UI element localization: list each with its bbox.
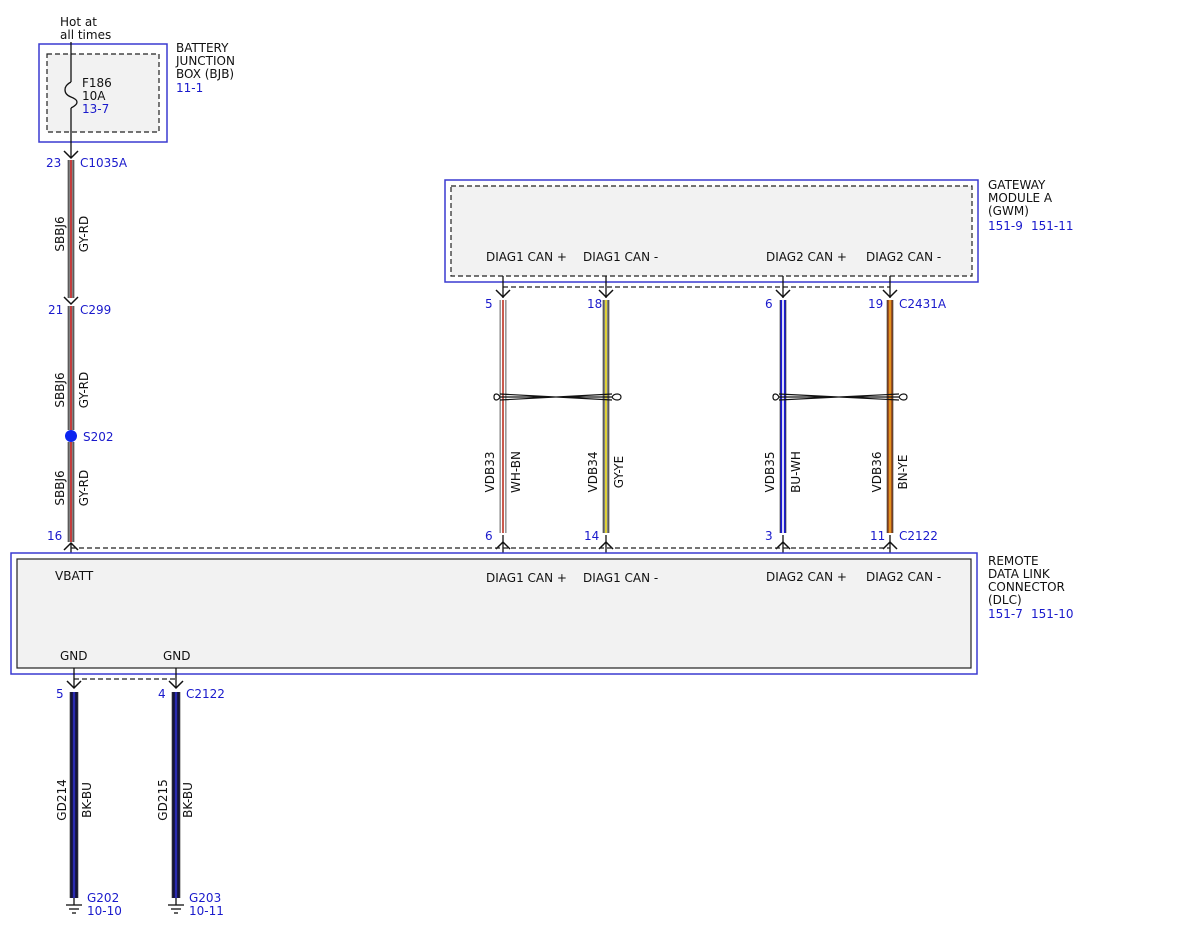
c2431a-pin-4: 19 xyxy=(868,297,883,311)
c2122-top-pin-3: 3 xyxy=(765,529,773,543)
wire-vdb36-color: BN-YE xyxy=(896,454,910,489)
twisted-pair-diag2 xyxy=(772,393,908,401)
wire-sbbj6-2-color: GY-RD xyxy=(77,372,91,409)
dlc-pin-gnd-1: GND xyxy=(60,649,88,663)
c2122-top-pin-2: 14 xyxy=(584,529,599,543)
dlc-inner-box xyxy=(16,558,972,669)
c2122-gnd-pin-1: 5 xyxy=(56,687,64,701)
dlc-pin-diag1-can-plus: DIAG1 CAN + xyxy=(486,571,567,585)
dlc-pin-diag2-can-minus: DIAG2 CAN - xyxy=(866,570,941,584)
wire-gd215[interactable] xyxy=(171,692,181,898)
c2122-top-pin-1: 6 xyxy=(485,529,493,543)
wire-vdb36[interactable] xyxy=(882,276,898,560)
wire-gd215-circuit: GD215 xyxy=(156,779,170,820)
wire-vdb36-circuit: VDB36 xyxy=(870,452,884,493)
wire-sbbj6-3[interactable] xyxy=(67,442,75,542)
c2122-gnd-pin-2: 4 xyxy=(158,687,166,701)
ground-g202-ref[interactable]: 10-10 xyxy=(87,904,122,918)
wire-vdb35[interactable] xyxy=(775,276,791,560)
wire-gd214-color: BK-BU xyxy=(80,782,94,818)
fuse-name: F186 xyxy=(82,76,112,90)
wire-gd214[interactable] xyxy=(69,692,79,898)
twisted-pair-diag1 xyxy=(493,393,622,401)
gnd-arrow-2 xyxy=(168,680,184,690)
wire-vdb35-circuit: VDB35 xyxy=(763,452,777,493)
c2431a-pin-1: 5 xyxy=(485,297,493,311)
wire-vdb34-color: GY-YE xyxy=(612,456,626,488)
c299-name[interactable]: C299 xyxy=(80,303,111,317)
ground-g203-ref[interactable]: 10-11 xyxy=(189,904,224,918)
can-wires: VDB33 WH-BN VDB34 GY-YE VDB35 BU-WH VDB36 BN-YE xyxy=(483,276,910,560)
c2122-top-name[interactable]: C2122 xyxy=(899,529,938,543)
wire-sbbj6-2-circuit: SBBJ6 xyxy=(53,372,67,407)
splice-s202-name[interactable]: S202 xyxy=(83,430,114,444)
fuse-icon xyxy=(64,81,78,109)
wire-vdb34-circuit: VDB34 xyxy=(586,452,600,493)
c2122-top-pin-4: 11 xyxy=(870,529,885,543)
bjb-ref[interactable]: 11-1 xyxy=(176,81,203,95)
battery-junction-box[interactable] xyxy=(38,43,168,143)
ground-icon xyxy=(168,898,184,914)
gnd-arrow-1 xyxy=(66,680,82,690)
gwm-pin-diag1-can-minus: DIAG1 CAN - xyxy=(583,250,658,264)
gwm-ref1[interactable]: 151-9 xyxy=(988,219,1023,233)
wire-gd214-circuit: GD214 xyxy=(55,779,69,820)
wire-sbbj6-1[interactable] xyxy=(67,160,75,298)
gwm-pin-diag2-can-plus: DIAG2 CAN + xyxy=(766,250,847,264)
splice-s202-dot xyxy=(65,430,77,442)
c1035a-pin: 23 xyxy=(46,156,61,170)
wire-gd215-color: BK-BU xyxy=(181,782,195,818)
wire-sbbj6-3-circuit: SBBJ6 xyxy=(53,470,67,505)
ground-g202-name[interactable]: G202 xyxy=(87,891,119,905)
dlc-pin-diag1-can-minus: DIAG1 CAN - xyxy=(583,571,658,585)
gwm-inner-box xyxy=(450,185,973,277)
c299-pin: 21 xyxy=(48,303,63,317)
c2122-gnd-name[interactable]: C2122 xyxy=(186,687,225,701)
gwm-pin-diag2-can-minus: DIAG2 CAN - xyxy=(866,250,941,264)
c1035a-name[interactable]: C1035A xyxy=(80,156,128,170)
connector-c299-arrow xyxy=(63,296,79,306)
dlc-pin-vbatt: VBATT xyxy=(55,569,94,583)
wire-sbbj6-2[interactable] xyxy=(67,306,75,430)
ground-icon xyxy=(66,898,82,914)
wire-vdb33-circuit: VDB33 xyxy=(483,452,497,493)
gwm-ref2[interactable]: 151-11 xyxy=(1031,219,1074,233)
wire-vdb33[interactable] xyxy=(495,276,511,560)
dlc-pin-gnd-2: GND xyxy=(163,649,191,663)
wire-sbbj6-3-color: GY-RD xyxy=(77,470,91,507)
c2431a-pin-2: 18 xyxy=(587,297,602,311)
ground-g203-name[interactable]: G203 xyxy=(189,891,221,905)
wire-vdb34[interactable] xyxy=(598,276,614,560)
wire-sbbj6-1-color: GY-RD xyxy=(77,216,91,253)
gwm-pin-diag1-can-plus: DIAG1 CAN + xyxy=(486,250,567,264)
fuse-rating: 10A xyxy=(82,89,106,103)
c2431a-pin-3: 6 xyxy=(765,297,773,311)
connector-c1035a-arrow xyxy=(63,150,79,160)
data-link-connector[interactable] xyxy=(10,552,978,675)
dlc-vbatt-pin: 16 xyxy=(47,529,62,543)
fuse-ref[interactable]: 13-7 xyxy=(82,102,109,116)
c2431a-name[interactable]: C2431A xyxy=(899,297,947,311)
dlc-pin-diag2-can-plus: DIAG2 CAN + xyxy=(766,570,847,584)
dlc-ref2[interactable]: 151-10 xyxy=(1031,607,1074,621)
wire-vdb35-color: BU-WH xyxy=(789,451,803,493)
gateway-module[interactable] xyxy=(444,179,979,283)
dlc-ref1[interactable]: 151-7 xyxy=(988,607,1023,621)
wire-vdb33-color: WH-BN xyxy=(509,451,523,493)
wire-sbbj6-1-circuit: SBBJ6 xyxy=(53,216,67,251)
